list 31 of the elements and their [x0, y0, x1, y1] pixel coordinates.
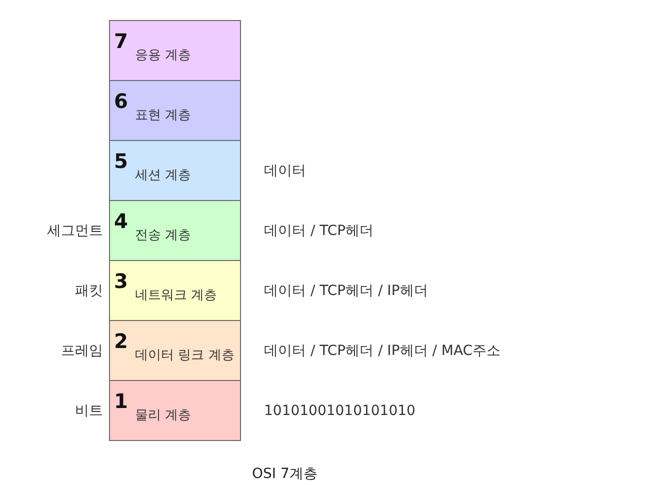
- layer-box: [109, 260, 241, 321]
- layer-number: 7: [114, 31, 128, 52]
- layer-name: 전송 계층: [135, 228, 192, 244]
- layer-number: 3: [114, 271, 128, 292]
- pdu-label: 비트: [75, 403, 103, 420]
- header-label: 데이터: [264, 163, 306, 180]
- layer-number: 4: [114, 211, 128, 232]
- layer-box: [109, 380, 241, 441]
- layer-name: 물리 계층: [135, 408, 192, 424]
- layer-name: 데이터 링크 계층: [135, 348, 234, 364]
- layer-name: 표현 계층: [135, 108, 192, 124]
- pdu-label: 프레임: [61, 343, 103, 360]
- layer-box: [109, 80, 241, 141]
- layer-box: [109, 320, 241, 381]
- header-label: 데이터 / TCP헤더 / IP헤더 / MAC주소: [264, 343, 501, 360]
- layer-box: [109, 140, 241, 201]
- layer-number: 5: [114, 151, 128, 172]
- layer-number: 6: [114, 91, 128, 112]
- caption: OSI 7계층: [252, 466, 318, 483]
- layer-box: [109, 200, 241, 261]
- pdu-label: 패킷: [75, 283, 103, 300]
- header-label: 데이터 / TCP헤더: [264, 223, 374, 240]
- layer-name: 네트워크 계층: [135, 288, 218, 304]
- header-label: 10101001010101010: [264, 403, 416, 420]
- layer-box: [109, 20, 241, 81]
- layer-number: 1: [114, 391, 128, 412]
- pdu-label: 세그먼트: [47, 223, 103, 240]
- layer-name: 세션 계층: [135, 168, 192, 184]
- layer-name: 응용 계층: [135, 48, 192, 64]
- layer-number: 2: [114, 331, 128, 352]
- header-label: 데이터 / TCP헤더 / IP헤더: [264, 283, 428, 300]
